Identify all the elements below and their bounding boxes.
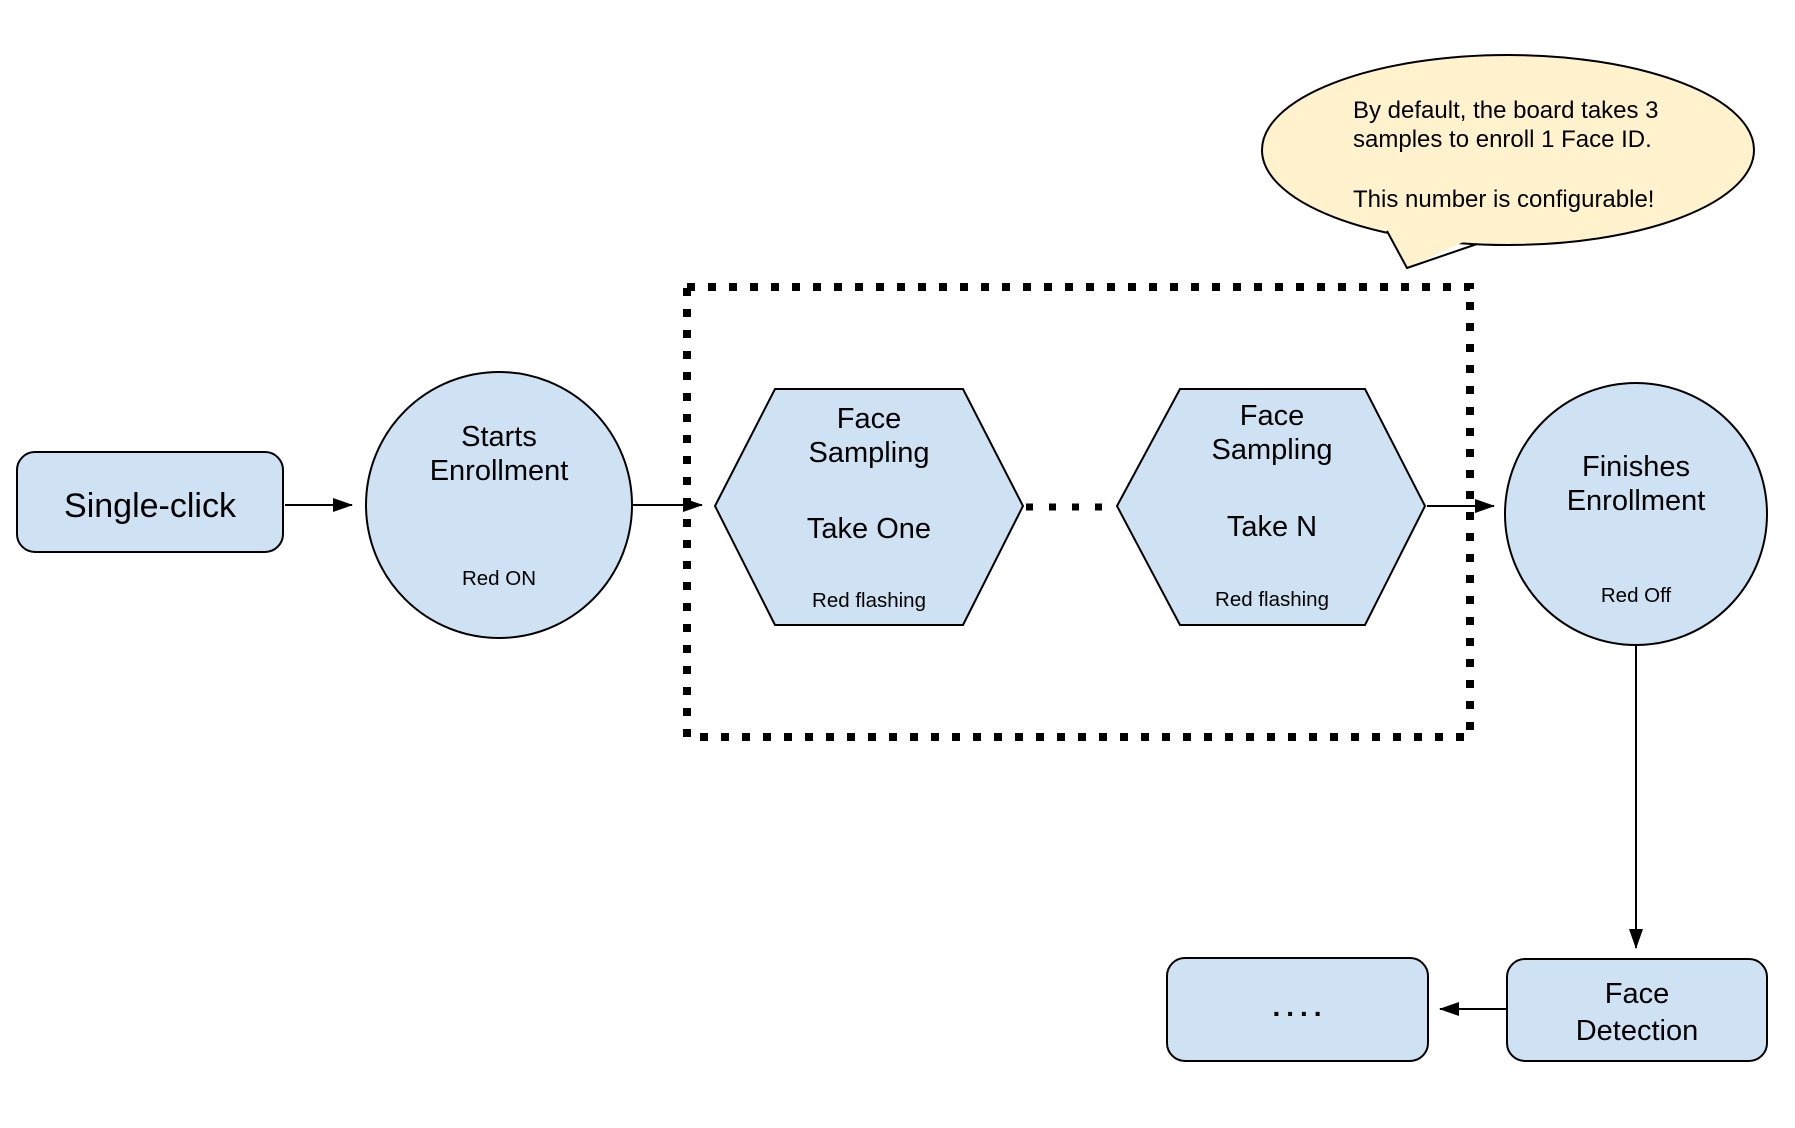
node-single-click: Single-click <box>16 451 284 553</box>
continuation-box <box>1166 957 1429 1062</box>
node-finishes-enrollment: Finishes Enrollment Red Off <box>1504 382 1768 646</box>
callout-tail-outline <box>1386 230 1478 270</box>
node-starts-enrollment: Starts Enrollment Red ON <box>365 371 633 639</box>
callout-text-line-1: By default, the board takes 3 <box>1353 97 1659 124</box>
face-detection-line-1: Face <box>1605 978 1669 1010</box>
face-sampling-one-line-1: Face <box>837 403 901 435</box>
face-sampling-one-hexagon <box>713 388 1025 626</box>
sampling-group-dotted-box <box>683 283 1474 741</box>
node-face-sampling-take-n: Face Sampling Take N Red flashing <box>1115 388 1427 626</box>
face-sampling-one-line-2: Sampling <box>809 437 930 469</box>
face-sampling-n-hexagon <box>1115 388 1427 626</box>
face-sampling-one-take-label: Take One <box>807 513 931 545</box>
finishes-enrollment-line-2: Enrollment <box>1567 485 1706 517</box>
starts-enrollment-circle <box>365 371 633 639</box>
starts-enrollment-line-1: Starts <box>461 421 537 453</box>
single-click-label: Single-click <box>64 487 237 525</box>
node-face-detection: Face Detection <box>1506 958 1768 1062</box>
continuation-label: .... <box>1272 991 1327 1022</box>
face-sampling-n-take-label: Take N <box>1227 511 1317 543</box>
node-face-sampling-take-one: Face Sampling Take One Red flashing <box>713 388 1025 626</box>
face-sampling-one-status: Red flashing <box>812 589 926 612</box>
face-sampling-n-line-1: Face <box>1240 400 1304 432</box>
callout-tail-fill <box>1381 218 1483 268</box>
starts-enrollment-line-2: Enrollment <box>430 455 569 487</box>
callout-text-line-3: This number is configurable! <box>1353 186 1654 213</box>
finishes-enrollment-status: Red Off <box>1601 584 1672 607</box>
callout-bubble: By default, the board takes 3 samples to… <box>1261 54 1755 270</box>
face-sampling-n-status: Red flashing <box>1215 588 1329 611</box>
callout-text-line-2: samples to enroll 1 Face ID. <box>1353 126 1652 153</box>
node-continuation: .... <box>1166 957 1429 1062</box>
face-detection-line-2: Detection <box>1576 1015 1699 1047</box>
face-sampling-n-line-2: Sampling <box>1212 434 1333 466</box>
callout-ellipse <box>1261 54 1755 246</box>
finishes-enrollment-line-1: Finishes <box>1582 451 1690 483</box>
single-click-box <box>16 451 284 553</box>
starts-enrollment-status: Red ON <box>462 567 536 590</box>
